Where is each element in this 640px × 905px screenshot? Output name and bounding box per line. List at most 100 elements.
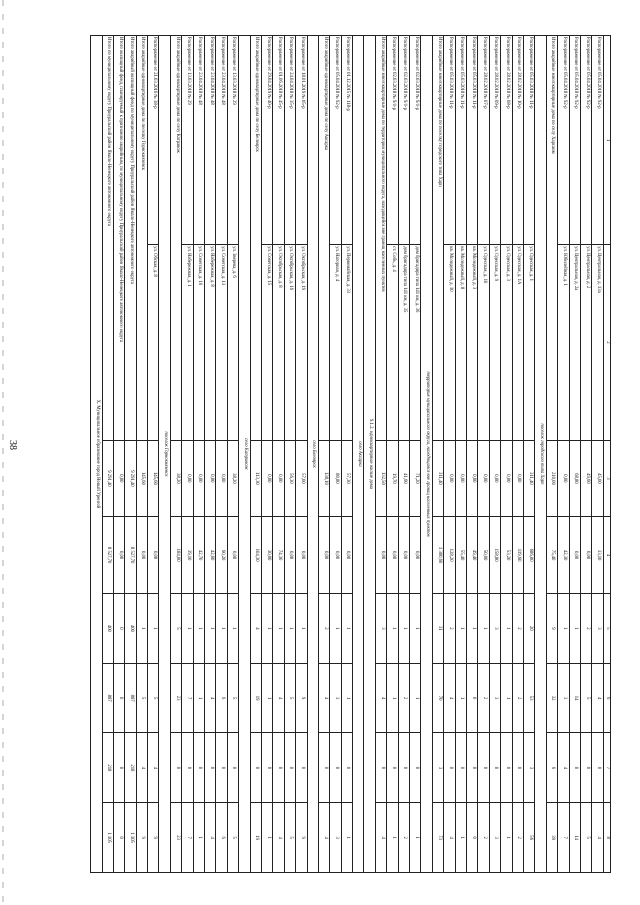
table-cell: 0,00 <box>284 516 296 594</box>
table-cell: 158,80 <box>489 516 501 594</box>
table-cell: 49,60 <box>580 440 592 517</box>
total-row: Итого по муниципальному округу Приуральс… <box>102 35 114 873</box>
total-label: Итого аварийные многоквартирные дома по … <box>546 35 558 441</box>
table-cell: 0 <box>181 732 194 803</box>
table-cell: 0,00 <box>329 516 342 594</box>
table-cell: 45,00 <box>591 440 604 517</box>
table-cell: 1 <box>204 593 216 664</box>
address-cell: дом бригадира типа 141 км, д. 35 <box>398 244 410 441</box>
section-row: территория муниципального округа, находя… <box>420 35 433 873</box>
table-cell: 5 <box>580 802 592 873</box>
table-cell: 0 <box>477 732 490 803</box>
table-cell: 1 <box>500 802 513 873</box>
table-cell: 57,00 <box>295 440 308 517</box>
document-cell: Распоряжение от 28.02.2018 № 10-р <box>512 35 524 245</box>
table-cell: 311,40 <box>432 440 444 517</box>
table-cell: 0,00 <box>557 440 570 517</box>
table-cell: 0,00 <box>193 440 205 517</box>
table-cell: 3 <box>329 802 342 873</box>
table-cell: 145,60 <box>147 440 159 517</box>
table-cell: 1 <box>500 663 513 733</box>
table-cell: 2 <box>318 593 330 664</box>
table-cell: 4 <box>204 663 216 733</box>
table-cell: 0,00 <box>512 440 524 517</box>
table-cell: 0 <box>455 732 467 803</box>
total-label: Итого аварийные одноквартирные дома по с… <box>170 35 182 441</box>
table-cell: 113,30 <box>250 440 262 517</box>
table-cell: 887 <box>124 663 137 733</box>
table-cell: 0,00 <box>261 440 273 517</box>
document-cell: Распоряжение от 29.04.2019 № 40-р <box>261 35 273 245</box>
document-cell: Распоряжение от 05.03.2018 № 11-р <box>466 35 478 245</box>
table-cell: 1 <box>261 802 273 873</box>
table-cell: 0,00 <box>569 516 581 594</box>
table-header-row: 1 2 3 4 5 6 7 8 <box>603 35 611 873</box>
table-cell: 32 <box>546 663 558 733</box>
table-cell: 1 <box>386 802 399 873</box>
address-cell: ул. Центральная, д. 13а <box>591 244 604 441</box>
total-label: Итого жилищный фонд, планируемый к призн… <box>113 35 125 441</box>
table-cell: 0 <box>409 732 421 803</box>
table-cell: 1 <box>477 593 490 664</box>
total-row: Итого аварийные одноквартирные дома по с… <box>250 35 262 873</box>
table-cell: 0 <box>113 732 125 803</box>
total-row: Итого аварийные одноквартирные дома по п… <box>136 35 148 873</box>
table-cell: 2 <box>512 593 524 664</box>
table-cell: 9 <box>147 802 159 873</box>
table-cell: 1 <box>215 593 228 664</box>
total-row: Итого аварийные многоквартирные дома по … <box>375 35 387 873</box>
address-cell: ул. Октябрьская, д. 8 <box>272 244 285 441</box>
table-cell: 0 <box>489 732 501 803</box>
table-cell: 1 <box>341 593 353 664</box>
table-cell: 218 <box>124 732 137 803</box>
table-cell: 0 <box>272 732 285 803</box>
address-cell: ул. Октябрьская, д. 19 <box>295 244 308 441</box>
table-cell: 119,60 <box>512 516 524 594</box>
document-cell: Распоряжение от 13.03.2018 № 29 <box>227 35 239 245</box>
table-cell: 4 <box>204 802 216 873</box>
address-cell: ул. Одесская, д. 3 <box>500 244 513 441</box>
table-cell: 19 <box>250 802 262 873</box>
table-cell: 1 <box>329 593 342 664</box>
table-cell: 1 <box>147 593 159 664</box>
table-cell: 3 <box>489 802 501 873</box>
table-cell: 0 <box>500 732 513 803</box>
document-cell: Распоряжение от 23.04.2018 № 48 <box>193 35 205 245</box>
table-cell: 1 <box>295 593 308 664</box>
address-cell: ул. Одесская, д. 1А <box>512 244 524 441</box>
address-cell: ул. Центральная, д. 2 <box>580 244 592 441</box>
table-cell: 23 <box>170 663 182 733</box>
total-row: Итого аварийные одноквартирные дома по с… <box>318 35 330 873</box>
address-cell: ул. Одесская, д. 9 <box>489 244 501 441</box>
table-cell: 0 <box>170 732 182 803</box>
address-cell: ст. Собь, д. 4 <box>386 244 399 441</box>
address-cell: ул. Советская, д. 15 <box>261 244 273 441</box>
table-cell: 0,00 <box>500 440 513 517</box>
table-cell: 1 <box>341 663 353 733</box>
table-cell: 132,50 <box>375 440 387 517</box>
document-cell: Распоряжение от 28.02.2018 № 08-р <box>500 35 513 245</box>
table-cell: 0 <box>398 732 410 803</box>
table-cell: 74,30 <box>272 516 285 594</box>
table-cell: 3 <box>375 593 387 664</box>
table-cell: 1 <box>455 802 467 873</box>
table-cell: 56 <box>523 802 535 873</box>
total-label: Итого аварийные одноквартирные дома по с… <box>250 35 262 441</box>
section-row: X. Муниципальное образование город Новый… <box>90 35 103 873</box>
document-cell: Распоряжение от 02.03.2018 № 9/1-р <box>386 35 399 245</box>
table-cell: 0,00 <box>455 440 467 517</box>
table-cell: 2 <box>477 663 490 733</box>
table-cell: 1 <box>409 802 421 873</box>
header-cell: 6 <box>603 663 611 733</box>
